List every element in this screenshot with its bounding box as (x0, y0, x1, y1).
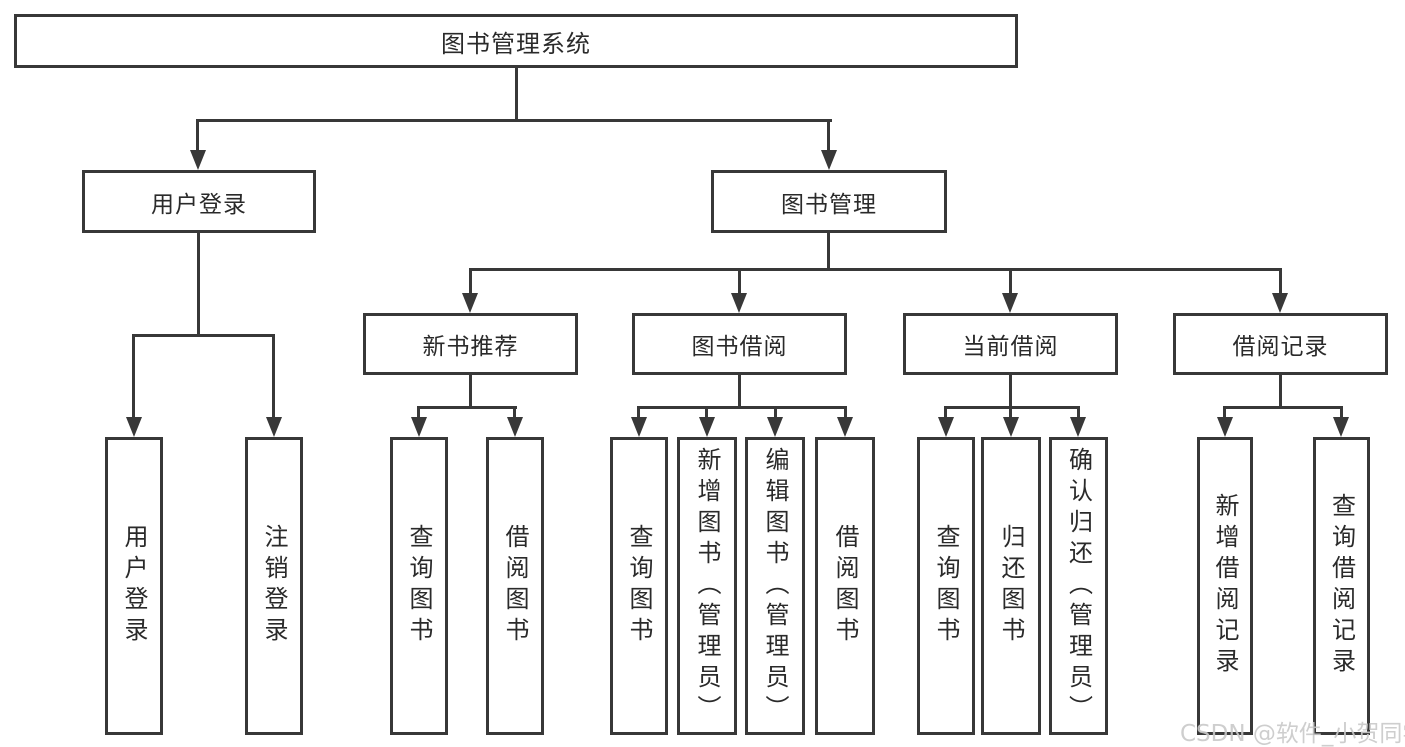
arrow-borrow-leaf-2 (699, 417, 715, 437)
node-current-borrow: 当前借阅 (903, 313, 1118, 375)
connector-recommend-leaf-drop-1 (417, 406, 420, 418)
node-current-return-books: 归还图书 (981, 437, 1041, 735)
arrow-to-recommend (462, 293, 478, 313)
node-label: 图书管理 (781, 191, 877, 218)
node-label: 新增图书（管理员） (693, 446, 721, 726)
node-new-book-recommend: 新书推荐 (363, 313, 578, 375)
connector-login-leaf-drop-1 (132, 334, 135, 418)
connector-borrow-leaf-drop-4 (844, 406, 847, 418)
connector-current-leaf-drop-3 (1077, 406, 1080, 418)
arrow-to-record (1272, 293, 1288, 313)
connector-current-leaf-drop-2 (1009, 406, 1012, 418)
arrow-to-book-mgmt (821, 150, 837, 170)
node-borrow-query-books: 查询图书 (610, 437, 668, 735)
arrow-current-leaf-1 (938, 417, 954, 437)
connector-book-mgmt-stem (827, 233, 830, 270)
connector-record-leaf-drop-1 (1223, 406, 1226, 418)
connector-current-stem (1009, 375, 1012, 409)
node-label: 借阅图书 (501, 524, 529, 648)
node-label: 查询图书 (932, 524, 960, 648)
arrow-current-leaf-2 (1003, 417, 1019, 437)
connector-book-mgmt-drop (827, 119, 830, 152)
arrow-current-leaf-3 (1070, 417, 1086, 437)
connector-record-rail (1223, 406, 1343, 409)
connector-recommend-leaf-drop-2 (513, 406, 516, 418)
node-book-management: 图书管理 (711, 170, 947, 233)
node-label: 借阅记录 (1232, 334, 1329, 360)
arrow-to-user-login (190, 150, 206, 170)
connector-recommend-stem (469, 375, 472, 409)
node-label: 图书管理系统 (441, 29, 591, 58)
node-book-borrow: 图书借阅 (632, 313, 847, 375)
connector-user-login-rail (132, 334, 275, 337)
connector-borrow-rail (637, 406, 847, 409)
connector-login-leaf-drop-2 (272, 334, 275, 418)
connector-borrow-stem (738, 375, 741, 409)
arrow-record-leaf-1 (1217, 417, 1233, 437)
arrow-borrow-leaf-1 (631, 417, 647, 437)
arrow-to-login-leaf-2 (266, 417, 282, 437)
arrow-borrow-leaf-4 (837, 417, 853, 437)
node-record-query-borrow-record: 查询借阅记录 (1313, 437, 1370, 735)
node-label: 用户登录 (120, 524, 148, 648)
arrow-record-leaf-2 (1333, 417, 1349, 437)
node-login-logout: 注销登录 (245, 437, 303, 735)
node-label: 新书推荐 (422, 334, 519, 360)
node-label: 查询借阅记录 (1327, 493, 1356, 679)
connector-record-drop (1279, 268, 1282, 295)
node-borrow-add-books-admin: 新增图书（管理员） (677, 437, 737, 735)
connector-borrow-drop (738, 268, 741, 295)
node-label: 查询图书 (625, 524, 653, 648)
connector-borrow-leaf-drop-1 (637, 406, 640, 418)
connector-current-rail (944, 406, 1080, 409)
connector-record-stem (1279, 375, 1282, 409)
node-recommend-query-books: 查询图书 (390, 437, 448, 735)
connector-recommend-rail (417, 406, 517, 409)
arrow-to-borrow (731, 293, 747, 313)
node-label: 注销登录 (260, 524, 288, 648)
node-borrow-edit-books-admin: 编辑图书（管理员） (745, 437, 805, 735)
node-label: 编辑图书（管理员） (761, 446, 789, 726)
node-label: 借阅图书 (831, 524, 859, 648)
node-login-user-login: 用户登录 (105, 437, 163, 735)
connector-level3-rail (469, 268, 1282, 271)
node-borrow-borrow-books: 借阅图书 (815, 437, 875, 735)
node-label: 图书借阅 (691, 334, 788, 360)
connector-root-stem (515, 68, 518, 120)
node-library-management-system: 图书管理系统 (14, 14, 1018, 68)
connector-borrow-leaf-drop-3 (774, 406, 777, 418)
arrow-borrow-leaf-3 (767, 417, 783, 437)
node-label: 新增借阅记录 (1211, 493, 1239, 679)
node-label: 用户登录 (151, 191, 247, 218)
node-record-add-borrow-record: 新增借阅记录 (1197, 437, 1253, 735)
connector-level2-rail (196, 119, 832, 122)
node-borrow-record: 借阅记录 (1173, 313, 1388, 375)
node-recommend-borrow-books: 借阅图书 (486, 437, 544, 735)
arrow-recommend-leaf-2 (507, 417, 523, 437)
node-current-confirm-return-admin: 确认归还（管理员） (1049, 437, 1108, 735)
node-label: 确认归还（管理员） (1064, 446, 1093, 726)
connector-user-login-drop (196, 119, 199, 152)
csdn-watermark: CSDN @软件_小贺同学 (1180, 721, 1405, 747)
connector-user-login-stem (197, 233, 200, 337)
arrow-recommend-leaf-1 (411, 417, 427, 437)
node-current-query-books: 查询图书 (917, 437, 975, 735)
connector-record-leaf-drop-2 (1340, 406, 1343, 418)
node-label: 当前借阅 (962, 334, 1059, 360)
arrow-to-current (1002, 293, 1018, 313)
connector-current-leaf-drop-1 (944, 406, 947, 418)
arrow-to-login-leaf-1 (126, 417, 142, 437)
node-user-login: 用户登录 (82, 170, 316, 233)
connector-recommend-drop (469, 268, 472, 295)
connector-current-drop (1009, 268, 1012, 295)
node-label: 查询图书 (405, 524, 433, 648)
connector-borrow-leaf-drop-2 (705, 406, 708, 418)
node-label: 归还图书 (997, 524, 1025, 648)
